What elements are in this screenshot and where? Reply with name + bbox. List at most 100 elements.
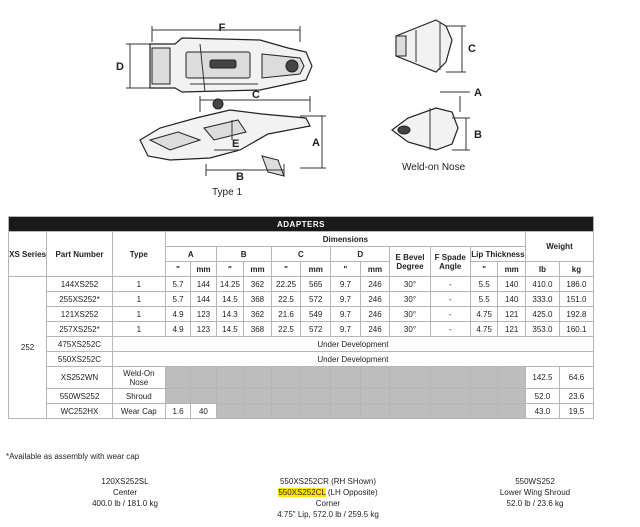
unit-in: " (270, 261, 302, 277)
cell: 22.5 (270, 291, 302, 307)
caption-line: 550WS252 (515, 477, 555, 486)
cell: 572 (300, 291, 332, 307)
cell: 410.0 (524, 276, 560, 292)
dim-label-b2: B (474, 129, 482, 141)
table-row-dev: 550XS252C Under Development (9, 351, 595, 367)
part-cell: 255XS252* (46, 291, 113, 307)
part-cell: WC252HX (46, 403, 113, 419)
under-development: Under Development (111, 336, 595, 352)
table-row: 252 144XS252 1 5.7 144 14.25 362 22.25 5… (7, 276, 595, 419)
cell: 4.9 (164, 306, 192, 322)
cell: 140 (497, 291, 526, 307)
weldon-nose-top: C (395, 19, 476, 73)
type1-caption: Type 1 (212, 187, 242, 198)
caption-line: 4.75" Lip, 572.0 lb / 259.5 kg (277, 510, 379, 519)
cell: 140 (497, 276, 526, 292)
table-row: 255XS252* 1 5.7 144 14.5 368 22.5 572 9.… (9, 291, 595, 307)
unit-mm: mm (243, 261, 272, 277)
caption-line: 550XS252CL (LH Opposite) (248, 487, 408, 498)
type-cell: Shroud (111, 388, 166, 404)
weldon-nose-side: A B Weld-on Nose (391, 87, 482, 173)
caption-line: 400.0 lb / 181.0 kg (92, 499, 158, 508)
type-cell: 1 (111, 321, 166, 337)
cell: 362 (243, 276, 272, 292)
cell: 123 (190, 306, 217, 322)
cell: 160.1 (558, 321, 595, 337)
unit-mm: mm (300, 261, 332, 277)
header-c: C (270, 246, 332, 262)
table-row: WC252HX Wear Cap 1.6 40 43.0 19.5 (9, 403, 595, 419)
cell: 425.0 (524, 306, 560, 322)
cell: 22.5 (270, 321, 302, 337)
cell: 22.25 (270, 276, 302, 292)
cell: - (429, 291, 471, 307)
weldon-caption: Weld-on Nose (402, 162, 466, 173)
table-row: 121XS252 1 4.9 123 14.3 362 21.6 549 9.7… (9, 306, 595, 322)
unit-kg: kg (558, 261, 595, 277)
caption-corner: 550XS252CR (RH SHown) 550XS252CL (LH Opp… (248, 476, 408, 520)
footnote: *Available as assembly with wear cap (6, 452, 140, 461)
unit-in: " (330, 261, 361, 277)
cell: 121 (497, 321, 526, 337)
cell: 30° (389, 276, 431, 292)
cell: 5.7 (164, 276, 192, 292)
cell: 565 (300, 276, 332, 292)
cell: 186.0 (558, 276, 595, 292)
unit-mm: mm (359, 261, 391, 277)
cell: 246 (359, 321, 391, 337)
cell: 246 (359, 291, 391, 307)
cell: - (429, 276, 471, 292)
table-row-dev: 475XS252C Under Development (9, 336, 595, 352)
cell: 368 (243, 291, 272, 307)
caption-part: (LH Opposite) (325, 488, 378, 497)
cell: 368 (243, 321, 272, 337)
cell: 1.6 (164, 403, 192, 419)
cell: 30° (389, 291, 431, 307)
cell: 353.0 (524, 321, 560, 337)
dim-label-c: C (252, 89, 260, 101)
type-cell: 1 (111, 276, 166, 292)
cell: 246 (359, 306, 391, 322)
part-cell: XS252WN (46, 366, 113, 389)
adapters-table: ADAPTERS XS Series Part Number Type Dime… (7, 216, 595, 419)
caption-line: 120XS252SL (101, 477, 149, 486)
cell: 5.5 (469, 276, 499, 292)
unit-lb: lb (524, 261, 560, 277)
header-lip: Lip Thickness (469, 246, 526, 262)
adapter-top-view: F D (116, 22, 313, 93)
table-title: ADAPTERS (8, 216, 594, 232)
cell: 121 (497, 306, 526, 322)
cell: 9.7 (330, 276, 361, 292)
unit-in: " (215, 261, 245, 277)
cell: 30° (389, 306, 431, 322)
dim-label-a: A (312, 137, 320, 149)
cell: 52.0 (524, 388, 560, 404)
part-cell: 144XS252 (46, 276, 113, 292)
type-cell: 1 (111, 306, 166, 322)
header-part-number: Part Number (46, 231, 113, 277)
dim-label-f: F (219, 22, 226, 34)
cell: 9.7 (330, 291, 361, 307)
type-cell: Wear Cap (111, 403, 166, 419)
cell: 549 (300, 306, 332, 322)
caption-line: Lower Wing Shroud (499, 488, 571, 497)
cell: 30° (389, 321, 431, 337)
cell: 192.8 (558, 306, 595, 322)
technical-drawings: F D C A E (116, 19, 482, 198)
cell: 43.0 (524, 403, 560, 419)
dim-label-b: B (236, 171, 244, 183)
header-xs-series: XS Series (7, 231, 48, 277)
cell: 142.5 (524, 366, 560, 389)
cell: 14.5 (215, 291, 245, 307)
type-cell: Weld-On Nose (111, 366, 166, 389)
cell: 19.5 (558, 403, 595, 419)
cell: 572 (300, 321, 332, 337)
part-cell: 550WS252 (46, 388, 113, 404)
header-b: B (215, 246, 272, 262)
cell: 246 (359, 276, 391, 292)
header-dimensions: Dimensions (164, 231, 526, 247)
unit-in: " (164, 261, 192, 277)
cell: 4.75 (469, 306, 499, 322)
cell: 333.0 (524, 291, 560, 307)
cell: 9.7 (330, 321, 361, 337)
